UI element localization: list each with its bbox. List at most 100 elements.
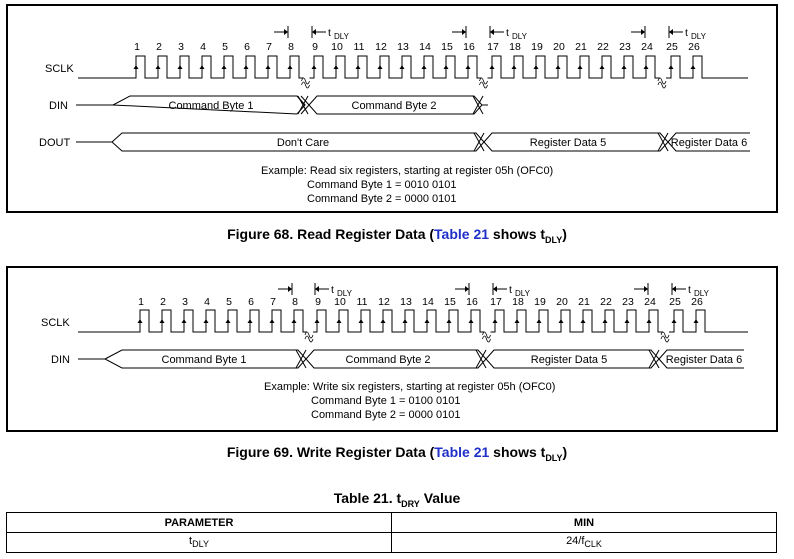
dout-register-data-6: Register Data 6: [671, 137, 747, 149]
rising-edge-arrow: [355, 65, 361, 69]
clock-number: 4: [204, 296, 210, 308]
clock-number: 24: [641, 41, 653, 53]
clock-number: 9: [312, 41, 318, 53]
rising-edge-arrow: [314, 319, 320, 323]
caption-subscript: DLY: [545, 234, 563, 245]
table-21-title: Table 21. tDRY Value: [0, 490, 794, 509]
clock-number: 10: [331, 41, 343, 53]
rising-edge-arrow: [225, 319, 231, 323]
rising-edge-arrow: [358, 319, 364, 323]
rising-edge-arrow: [602, 319, 608, 323]
clock-number: 3: [182, 296, 188, 308]
bus-crossover: [648, 349, 660, 369]
caption-text: Figure 68. Read Register Data (: [227, 226, 435, 242]
rising-edge-arrow: [155, 65, 161, 69]
clock-number: 14: [422, 296, 434, 308]
clock-number: 16: [466, 296, 478, 308]
tdly-arrow-head: [669, 29, 673, 35]
dout-register-data-5: Register Data 5: [530, 137, 606, 149]
clock-number: 2: [156, 41, 162, 53]
rising-edge-arrow: [424, 319, 430, 323]
clock-break-mark: [479, 81, 488, 89]
clock-number: 11: [354, 41, 365, 53]
cell-subscript: CLK: [584, 539, 602, 550]
clock-break-mark: [482, 331, 491, 339]
rising-edge-arrow: [402, 319, 408, 323]
sclk-label: SCLK: [41, 317, 70, 329]
caption-text: ): [562, 226, 567, 242]
dout-dont-care: Don't Care: [277, 137, 329, 149]
clock-number: 3: [178, 41, 184, 53]
rising-edge-arrow: [668, 65, 674, 69]
clock-number: 25: [666, 41, 678, 53]
rising-edge-arrow: [137, 319, 143, 323]
rising-edge-arrow: [399, 65, 405, 69]
rising-edge-arrow: [377, 65, 383, 69]
tdly-label-subscript: DLY: [515, 289, 531, 298]
rising-edge-arrow: [577, 65, 583, 69]
table-21-link[interactable]: Table 21: [434, 226, 490, 242]
rising-edge-arrow: [265, 65, 271, 69]
din-command-byte-1: Command Byte 1: [162, 354, 247, 366]
caption-text: shows t: [489, 444, 546, 460]
cell-subscript: DLY: [192, 539, 209, 550]
clock-number: 6: [248, 296, 254, 308]
example-command-byte-1: Command Byte 1 = 0100 0101: [311, 395, 461, 407]
tdly-label: t: [688, 284, 691, 296]
rising-edge-arrow: [287, 65, 293, 69]
clock-break-mark: [301, 77, 310, 85]
clock-number: 23: [619, 41, 631, 53]
bus-crossover: [473, 132, 485, 152]
tdly-arrow-head: [312, 29, 316, 35]
rising-edge-arrow: [199, 65, 205, 69]
rising-edge-arrow: [555, 65, 561, 69]
dout-label: DOUT: [39, 137, 70, 149]
clock-number: 13: [397, 41, 409, 53]
clock-number: 1: [134, 41, 140, 53]
rising-edge-arrow: [646, 319, 652, 323]
table-title-text: Value: [419, 490, 461, 506]
cell-parameter: tDLY: [6, 532, 392, 553]
clock-break-mark: [304, 335, 314, 343]
rising-edge-arrow: [671, 319, 677, 323]
clock-number: 22: [600, 296, 612, 308]
din-label: DIN: [51, 354, 70, 366]
rising-edge-arrow: [421, 65, 427, 69]
rising-edge-arrow: [291, 319, 297, 323]
din-command-byte-2: Command Byte 2: [352, 100, 437, 112]
clock-number: 17: [487, 41, 499, 53]
rising-edge-arrow: [511, 65, 517, 69]
clock-break-mark: [301, 81, 310, 89]
clock-number: 20: [556, 296, 568, 308]
clock-number: 26: [691, 296, 703, 308]
example-command-byte-2: Command Byte 2 = 0000 0101: [311, 409, 461, 421]
rising-edge-arrow: [580, 319, 586, 323]
example-description: Example: Write six registers, starting a…: [264, 381, 555, 393]
tdly-label: t: [328, 27, 331, 39]
clock-number: 4: [200, 41, 206, 53]
clock-number: 24: [644, 296, 656, 308]
tdly-arrow-head: [465, 286, 469, 292]
rising-edge-arrow: [533, 65, 539, 69]
tdly-label: t: [509, 284, 512, 296]
din-label: DIN: [49, 100, 68, 112]
clock-number: 22: [597, 41, 609, 53]
rising-edge-arrow: [693, 319, 699, 323]
sclk-label: SCLK: [45, 63, 74, 75]
clock-number: 21: [575, 41, 587, 53]
rising-edge-arrow: [221, 65, 227, 69]
bus-crossover: [657, 132, 669, 152]
tdly-label-subscript: DLY: [694, 289, 710, 298]
bus-crossover: [297, 95, 309, 115]
table-21-link[interactable]: Table 21: [434, 444, 490, 460]
rising-edge-arrow: [492, 319, 498, 323]
rising-edge-arrow: [621, 65, 627, 69]
clock-number: 5: [226, 296, 232, 308]
sclk-waveform: [78, 55, 748, 79]
tdly-label: t: [331, 284, 334, 296]
example-description: Example: Read six registers, starting at…: [261, 165, 553, 177]
tdly-arrow-head: [490, 29, 494, 35]
bus-crossover: [472, 95, 484, 115]
rising-edge-arrow: [269, 319, 275, 323]
